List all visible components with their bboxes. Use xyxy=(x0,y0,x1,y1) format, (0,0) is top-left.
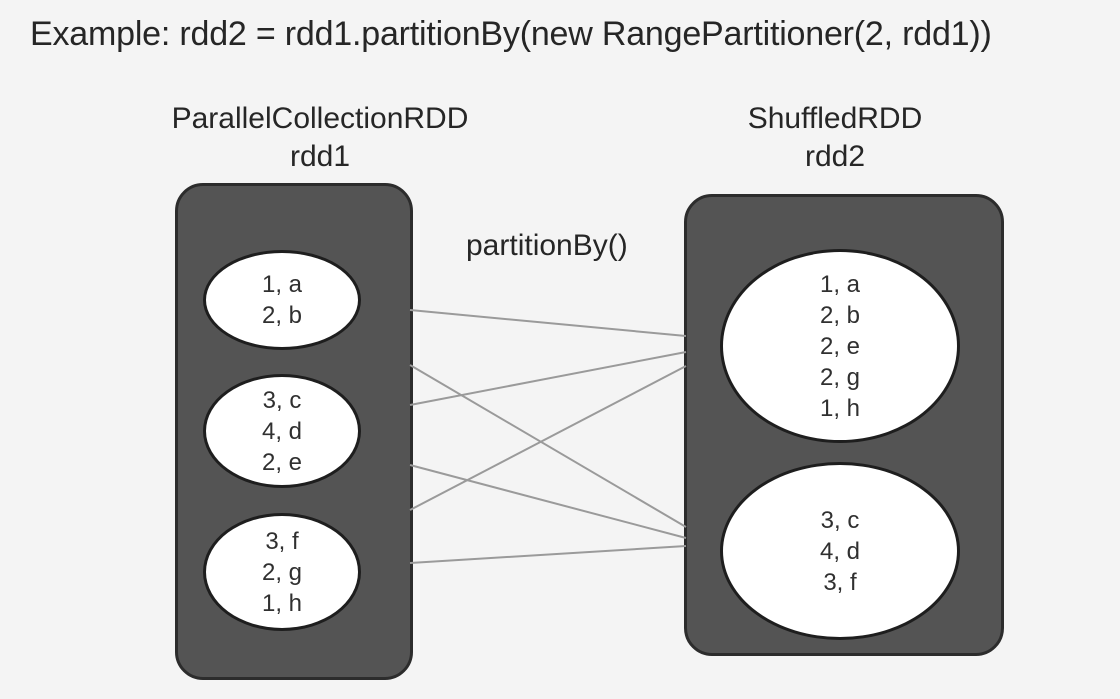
record: 1, h xyxy=(261,589,303,617)
record: 3, c xyxy=(820,506,860,534)
rdd2-partition-1: 3, c 4, d 3, f xyxy=(720,462,960,640)
rdd1-name-label: rdd1 xyxy=(289,140,351,173)
dependency-line-1-to-0 xyxy=(409,351,687,406)
rdd2-name-label: rdd2 xyxy=(804,140,866,173)
dependency-line-0-to-1 xyxy=(409,364,687,528)
rdd1-partition-1: 3, c 4, d 2, e xyxy=(203,374,361,488)
rdd1-type-label: ParallelCollectionRDD xyxy=(171,102,469,135)
dependency-line-1-to-1 xyxy=(409,464,687,539)
dependency-line-2-to-1 xyxy=(409,545,687,564)
rdd2-heading: ShuffledRDD rdd2 xyxy=(625,100,1045,176)
record: 2, e xyxy=(819,332,861,360)
dependency-line-0-to-0 xyxy=(409,309,687,337)
record: 4, d xyxy=(261,417,303,445)
rdd1-partition-2: 3, f 2, g 1, h xyxy=(203,513,361,631)
record: 2, b xyxy=(819,301,861,329)
record: 4, d xyxy=(819,537,861,565)
record: 3, f xyxy=(823,568,857,596)
record: 1, a xyxy=(261,271,303,298)
record: 1, a xyxy=(819,270,861,298)
record: 1, h xyxy=(819,394,861,422)
record: 2, b xyxy=(261,302,303,329)
dependency-line-2-to-0 xyxy=(409,365,687,511)
record: 2, g xyxy=(261,558,303,586)
record: 2, e xyxy=(261,448,303,476)
rdd1-heading: ParallelCollectionRDD rdd1 xyxy=(110,100,530,176)
diagram-title: Example: rdd2 = rdd1.partitionBy(new Ran… xyxy=(30,15,992,53)
operation-label: partitionBy() xyxy=(466,229,628,262)
rdd1-partition-0: 1, a 2, b xyxy=(203,250,361,350)
rdd2-partition-0: 1, a 2, b 2, e 2, g 1, h xyxy=(720,249,960,443)
record: 3, f xyxy=(265,527,299,555)
rdd2-type-label: ShuffledRDD xyxy=(747,102,923,135)
record: 2, g xyxy=(819,363,861,391)
record: 3, c xyxy=(262,386,302,414)
